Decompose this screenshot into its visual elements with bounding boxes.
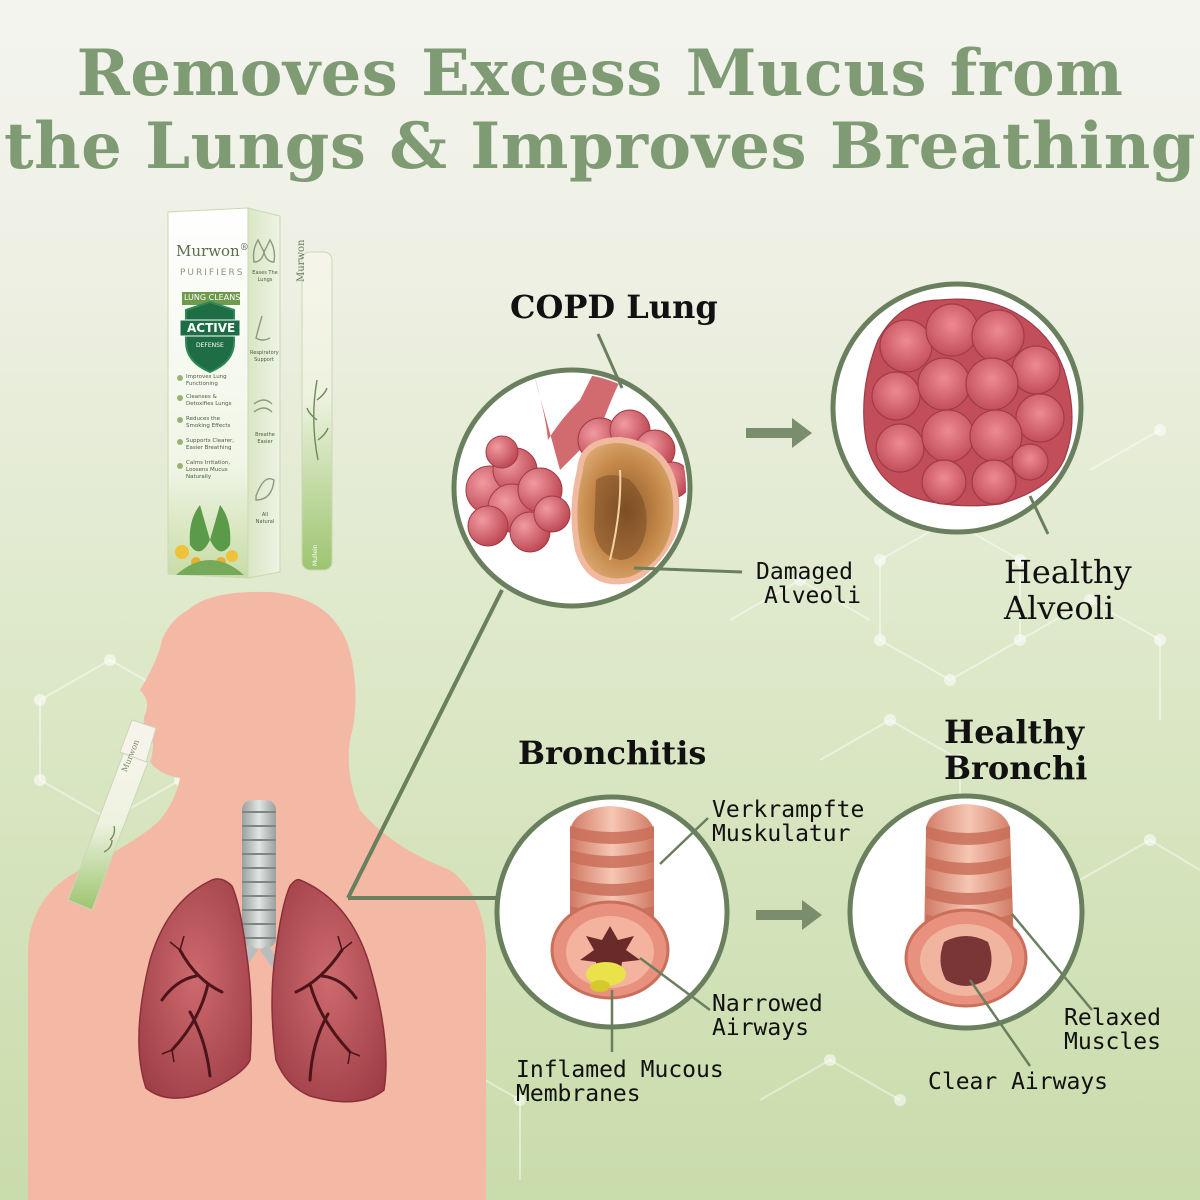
nose-icon [255,315,271,341]
product-box [167,207,281,579]
side-icon-label: Respiratory Support [250,350,279,363]
narrowed-airways-label: Narrowed Airways [712,992,823,1040]
lungs-plant-art [175,505,244,575]
inhaler-in-mouth [67,719,157,911]
healthy-bronchi-leader-lines [968,913,1093,1067]
copd-leader-lines [596,333,743,574]
alveoli-cluster-left [465,435,571,553]
copd-circle [451,367,693,609]
damaged-alveoli-label: Damaged Alveoli [748,560,861,608]
inflamed-line-2: Membranes [516,1081,641,1107]
healthy-alveoli-label: Healthy Alveoli [1004,554,1132,626]
healthy-alveoli-line-1: Healthy [1004,553,1132,591]
side-icon-label: Breathe Easier [255,432,275,445]
bronchitis-title: Bronchitis [518,734,707,772]
copd-lung-title: COPD Lung [510,288,718,326]
verkrampfte-label: Verkrampfte Muskulatur [712,798,864,846]
benefit-item: Supports Clearer, Easier Breathing [186,438,235,451]
bronchitis-circle [494,794,730,1030]
healthy-alveoli-line-2: Alveoli [1004,589,1115,627]
benefit-bullets [177,375,183,469]
clear-airways-label: Clear Airways [928,1069,1109,1095]
active-defense-shield [179,300,241,374]
damaged-alveoli-line-1: Damaged [756,559,853,585]
headline-line-1: Removes Excess Mucus from [76,36,1124,111]
relaxed-line-2: Muscles [1064,1029,1161,1055]
benefit-item: Calms Irritation, Loosens Mucus Naturall… [186,460,231,480]
box-product-name: LUNG CLEANSE [184,293,246,302]
side-icons [252,238,276,501]
benefit-item: Improves Lung Functioning [186,374,227,387]
verkrampfte-line-1: Verkrampfte [712,797,865,823]
benefit-item: Reduces the Smoking Effects [186,416,231,429]
relaxed-muscles-label: Relaxed Muscles [1064,1006,1161,1054]
headline-line-2: the Lungs & Improves Breathing [4,109,1196,184]
side-icon-label: Eases The Lungs [252,270,278,283]
registered-mark: ® [239,243,249,253]
leaf-icon [255,478,275,501]
badge-top-text: ACTIVE [187,321,236,335]
stick-brand: Murwon [296,239,307,282]
narrowed-line-1: Narrowed [712,991,823,1017]
healthy-alveoli-leader [1028,495,1050,535]
relaxed-line-1: Relaxed [1064,1005,1161,1031]
healthy-bronchi-line-1: Healthy [944,713,1085,751]
side-icon-label: All Natural [255,512,275,525]
box-brand-name: Murwon [176,242,240,260]
healthy-alveoli-circle [830,281,1084,535]
damaged-alveoli-line-2: Alveoli [764,583,861,609]
healthy-bronchi-line-2: Bronchi [944,749,1088,787]
inhaler-stick [301,251,333,571]
product-name-banner [182,292,240,305]
healthy-bronchi-title: Healthy Bronchi [944,714,1087,786]
lungs-icon [252,238,276,263]
badge-bottom-text: DEFENSE [196,342,224,349]
box-brand: Murwon® [176,242,249,260]
bronchitis-leader-lines [610,817,711,1052]
healthy-bronchi-circle [847,793,1085,1031]
inflamed-membranes-label: Inflamed Mucous Membranes [516,1058,724,1106]
lungs [138,878,387,1103]
narrowed-line-2: Airways [712,1015,809,1041]
box-line-name: PURIFIERS [180,268,245,278]
arrow-alveoli [746,418,812,448]
verkrampfte-line-2: Muskulatur [712,821,851,847]
stick-foot: Mullein [312,544,319,566]
inflamed-line-1: Inflamed Mucous [516,1057,724,1083]
arrow-bronchi [756,900,822,930]
breath-icon [253,399,273,413]
benefit-item: Cleanses & Detoxifies Lungs [186,394,232,407]
